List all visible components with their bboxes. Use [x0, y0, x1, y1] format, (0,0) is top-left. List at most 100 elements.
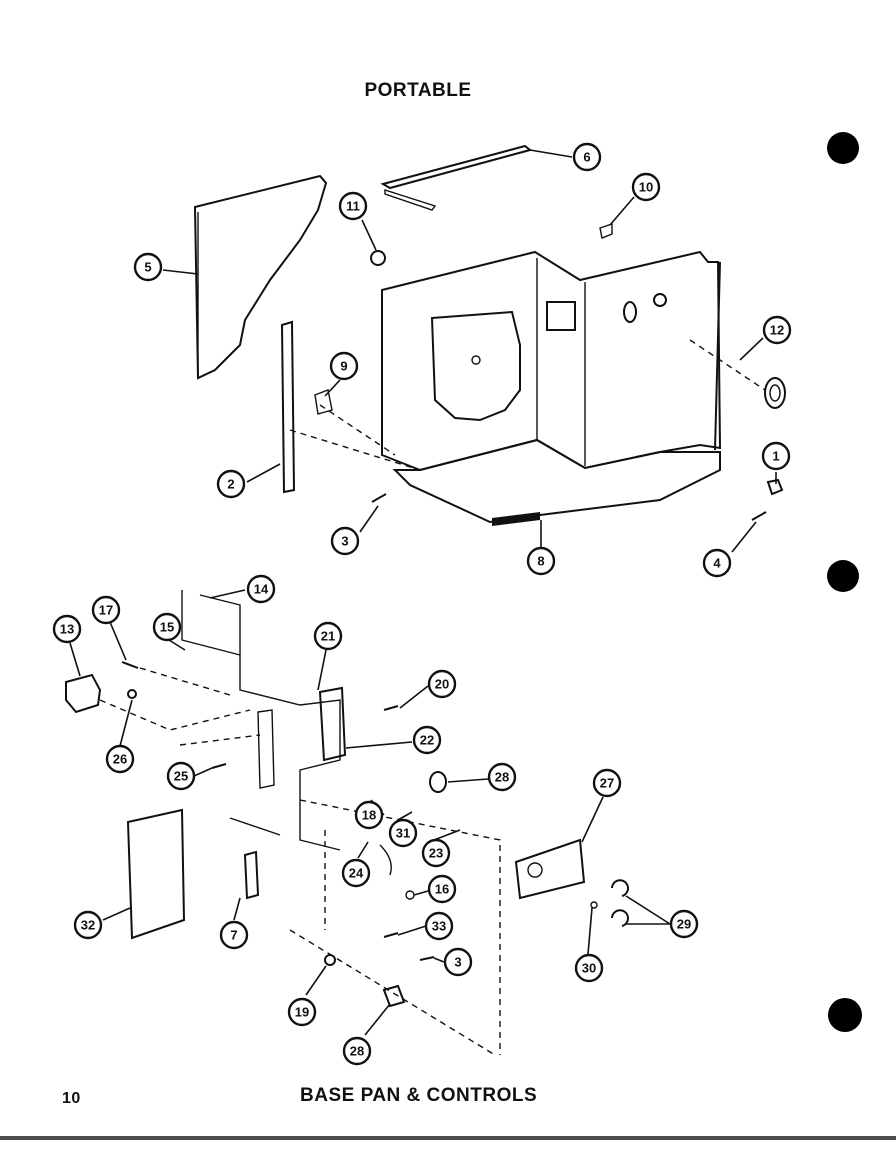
- svg-text:11: 11: [346, 199, 360, 214]
- callout-33: 33: [424, 911, 454, 941]
- svg-text:7: 7: [230, 928, 237, 943]
- callout-24: 24: [341, 858, 371, 888]
- control-bracket-edge: [199, 594, 241, 655]
- svg-text:25: 25: [174, 769, 188, 784]
- base-pan: [392, 438, 721, 524]
- callout-16: 16: [427, 874, 457, 904]
- knob-28-lower: [382, 984, 406, 1008]
- control-knob-13: [65, 673, 102, 714]
- callout-5: 5: [133, 252, 163, 282]
- svg-text:9: 9: [340, 359, 347, 374]
- svg-text:3: 3: [341, 534, 348, 549]
- callout-23: 23: [421, 838, 451, 868]
- callout-21: 21: [313, 621, 343, 651]
- callout-27: 27: [592, 768, 622, 798]
- screw-20: [383, 705, 399, 711]
- base-pan-lip: [492, 512, 540, 526]
- svg-text:6: 6: [583, 150, 590, 165]
- svg-text:32: 32: [81, 918, 95, 933]
- wire-24: [379, 844, 392, 876]
- callout-6: 6: [572, 142, 602, 172]
- binder-hole: [827, 560, 859, 592]
- lower-assembly: [65, 590, 629, 1056]
- callout-9: 9: [329, 351, 359, 381]
- svg-text:29: 29: [677, 917, 691, 932]
- grommet-part: [370, 250, 386, 266]
- svg-text:27: 27: [600, 776, 614, 791]
- callout-11: 11: [338, 191, 368, 221]
- callout-18: 18: [354, 800, 384, 830]
- svg-text:13: 13: [60, 622, 74, 637]
- svg-text:14: 14: [254, 582, 269, 597]
- thermostat-knob: [527, 862, 543, 878]
- post-part: [280, 320, 296, 494]
- top-rail: [380, 144, 533, 190]
- callout-29: 29: [669, 909, 699, 939]
- clip-29: [611, 879, 629, 897]
- svg-text:28: 28: [495, 770, 509, 785]
- panel-opening: [546, 301, 576, 331]
- assembly-line: [319, 404, 396, 456]
- callout-28-lower: 28: [342, 1036, 372, 1066]
- callout-4: 4: [702, 548, 732, 578]
- svg-text:33: 33: [432, 919, 446, 934]
- svg-text:23: 23: [429, 846, 443, 861]
- svg-text:24: 24: [349, 866, 364, 881]
- svg-text:8: 8: [537, 554, 544, 569]
- callout-3: 3: [330, 526, 360, 556]
- channel-7-top: [229, 817, 281, 836]
- binder-hole: [827, 132, 859, 164]
- section-title: BASE PAN & CONTROLS: [300, 1085, 538, 1106]
- callout-1: 1: [761, 441, 791, 471]
- callout-26: 26: [105, 744, 135, 774]
- housing-edge: [714, 261, 721, 451]
- callout-7: 7: [219, 920, 249, 950]
- callout-28: 28: [487, 762, 517, 792]
- svg-text:12: 12: [770, 323, 784, 338]
- svg-text:26: 26: [113, 752, 127, 767]
- svg-text:15: 15: [160, 620, 174, 635]
- svg-text:19: 19: [295, 1005, 309, 1020]
- callout-31: 31: [388, 818, 418, 848]
- svg-text:28: 28: [350, 1044, 364, 1059]
- panel-hole: [653, 293, 667, 307]
- nut-19: [324, 954, 336, 966]
- screw-4: [751, 511, 767, 521]
- callout-19: 19: [287, 997, 317, 1027]
- side-panel: [193, 174, 328, 380]
- page-number: 10: [62, 1090, 81, 1107]
- svg-text:10: 10: [639, 180, 653, 195]
- callout-25: 25: [166, 761, 196, 791]
- callout-2: 2: [216, 469, 246, 499]
- callout-22: 22: [412, 725, 442, 755]
- scan-edge: [0, 1136, 896, 1140]
- screw-25: [211, 763, 227, 769]
- switch-22: [318, 686, 347, 762]
- svg-text:3: 3: [454, 955, 461, 970]
- page-title: PORTABLE: [364, 80, 472, 101]
- assembly-line: [139, 667, 231, 696]
- svg-text:1: 1: [772, 449, 779, 464]
- svg-text:4: 4: [713, 556, 721, 571]
- callout-17: 17: [91, 595, 121, 625]
- blower-hub: [471, 355, 481, 365]
- svg-text:17: 17: [99, 603, 113, 618]
- knob-28: [429, 771, 447, 793]
- part-33: [383, 932, 399, 938]
- callout-8: 8: [526, 546, 556, 576]
- binder-hole: [828, 998, 862, 1032]
- callout-10: 10: [631, 172, 661, 202]
- assembly-line: [689, 339, 766, 391]
- callout-32: 32: [73, 910, 103, 940]
- svg-text:21: 21: [321, 629, 335, 644]
- part-16: [405, 890, 415, 900]
- clip-29: [611, 909, 629, 927]
- clip-1: [766, 478, 784, 496]
- screw-17: [121, 661, 139, 669]
- callout-30: 30: [574, 953, 604, 983]
- callout-20: 20: [427, 669, 457, 699]
- svg-text:18: 18: [362, 808, 376, 823]
- channel-7: [243, 850, 260, 900]
